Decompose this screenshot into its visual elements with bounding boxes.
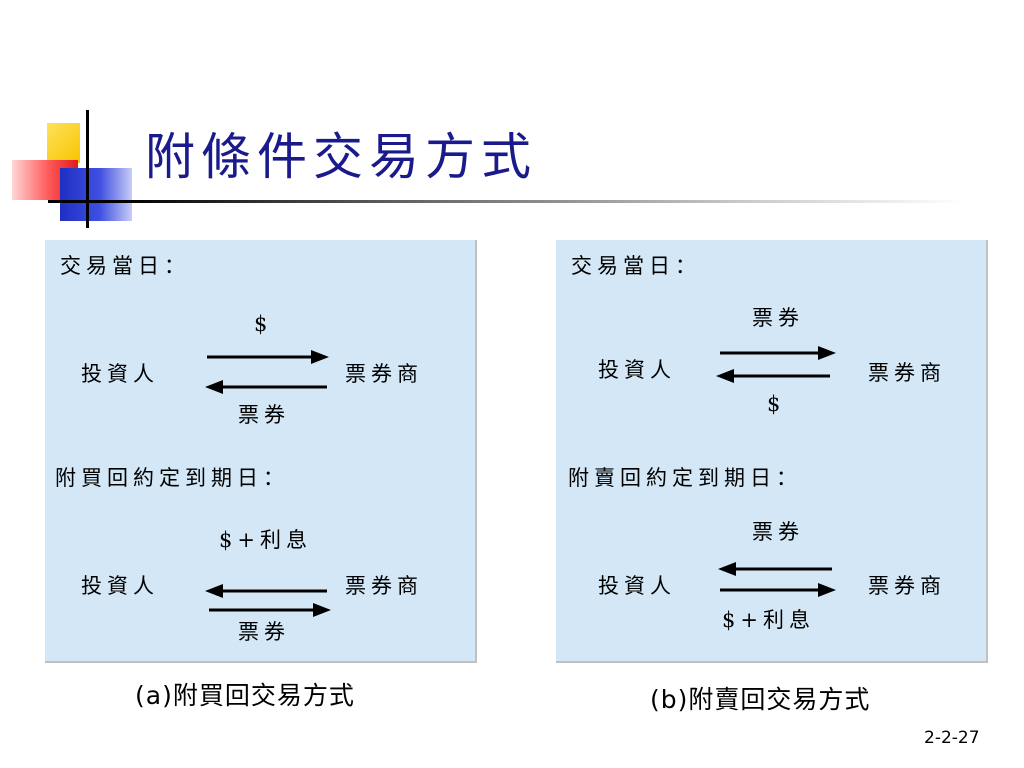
diagram-b-trade-day-dealer: 票券商 — [868, 361, 946, 385]
diagram-a-trade-day-label: 交易當日： — [60, 254, 190, 278]
slide-title: 附條件交易方式 — [145, 128, 537, 186]
diagram-b-maturity-investor: 投資人 — [598, 574, 676, 598]
diagram-b-maturity-left-arrow — [718, 562, 832, 576]
title-decoration-blue-bar — [60, 168, 132, 221]
title-decoration-vertical-line — [86, 110, 89, 228]
diagram-b-trade-day-bottom-label: $ — [767, 392, 786, 416]
diagram-b-trade-day-right-arrow — [720, 346, 836, 360]
diagram-a-maturity-left-arrow — [205, 584, 327, 598]
diagram-b-caption: (b)附賣回交易方式 — [650, 685, 871, 714]
title-decoration-yellow-square — [47, 123, 80, 163]
diagram-a-trade-day-investor: 投資人 — [81, 362, 159, 386]
diagram-b-maturity-bottom-label: $+利息 — [722, 608, 815, 632]
title-underline — [48, 200, 968, 203]
diagram-a-maturity-label: 附買回約定到期日： — [55, 466, 289, 490]
diagram-b-trade-day-top-label: 票券 — [752, 306, 804, 330]
diagram-a-trade-day-top-label: $ — [254, 312, 273, 336]
diagram-a-trade-day-right-arrow — [207, 350, 329, 364]
diagram-b-trade-day-investor: 投資人 — [598, 358, 676, 382]
diagram-b-maturity-dealer: 票券商 — [868, 574, 946, 598]
diagram-a-maturity-bottom-label: 票券 — [238, 620, 290, 644]
diagram-a-trade-day-bottom-label: 票券 — [238, 403, 290, 427]
diagram-b-maturity-label: 附賣回約定到期日： — [568, 466, 802, 490]
diagram-a-maturity-right-arrow — [209, 603, 331, 617]
diagram-a-caption: (a)附買回交易方式 — [135, 681, 355, 710]
diagram-b-maturity-right-arrow — [720, 583, 836, 597]
diagram-a-trade-day-left-arrow — [205, 380, 327, 394]
diagram-a-maturity-dealer: 票券商 — [345, 574, 423, 598]
page-number: 2-2-27 — [924, 728, 980, 748]
diagram-a-panel: 交易當日： $ 投資人 票券商 票券 附買回約定到期日： $+利息 投資人 票券… — [45, 240, 477, 663]
diagram-b-maturity-top-label: 票券 — [752, 520, 804, 544]
diagram-a-trade-day-dealer: 票券商 — [345, 362, 423, 386]
diagram-b-trade-day-left-arrow — [716, 369, 830, 383]
diagram-a-maturity-top-label: $+利息 — [219, 528, 312, 552]
diagram-a-maturity-investor: 投資人 — [81, 574, 159, 598]
diagram-b-trade-day-label: 交易當日： — [571, 254, 701, 278]
diagram-b-panel: 交易當日： 票券 投資人 票券商 $ 附賣回約定到期日： 票券 投資人 票券商 … — [556, 240, 988, 663]
